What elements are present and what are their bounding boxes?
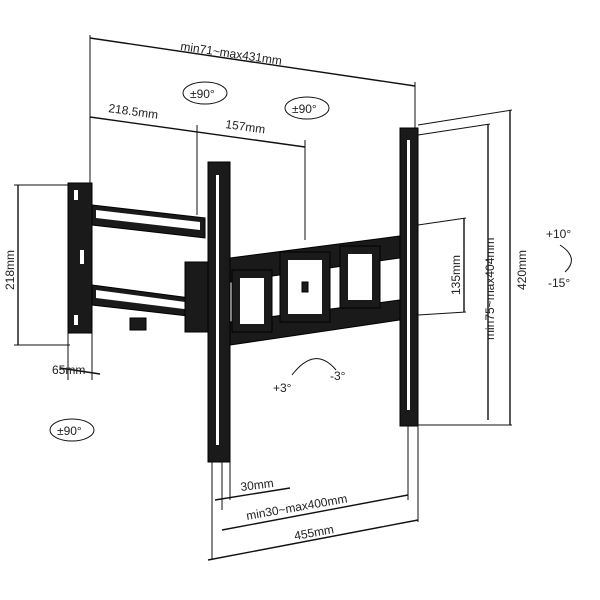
svg-text:±90°: ±90° [292,102,317,116]
wall-plate [67,182,93,334]
arm-extension-label: min71~max431mm [180,39,283,68]
wall-plate-width-label: 65mm [52,363,85,377]
rail-width-label: 30mm [240,476,275,494]
wall-plate-dimensions: 218mm 65mm [3,184,101,380]
arm-segment-1-label: 218.5mm [108,101,159,122]
swivel-badge-1: ±90° [182,81,228,105]
tilt-indicator: +10° -15° [546,227,572,290]
right-rail [399,127,419,522]
bracket-height-label: 420mm [515,250,529,290]
left-rail [207,161,231,560]
total-width-label: 455mm [293,522,335,543]
right-dimensions: 135mm min75~max404mm 420mm [417,109,529,426]
level-indicator: +3° -3° [273,358,346,395]
swivel-badge-3: ±90° [49,418,95,442]
svg-text:±90°: ±90° [190,87,215,101]
wall-plate-height-label: 218mm [3,250,17,290]
swivel-badge-2: ±90° [284,96,330,120]
level-minus-label: -3° [330,369,346,383]
swing-arms [91,204,211,333]
horizontal-vesa-label: min30~max400mm [245,491,348,523]
level-plus-label: +3° [273,381,292,395]
vertical-vesa-label: min75~max404mm [483,238,497,340]
arm-segment-2-label: 157mm [225,117,267,136]
bottom-dimensions: 30mm min30~max400mm 455mm [207,476,419,561]
arm-segment-dimensions: 218.5mm 157mm [89,101,306,240]
tilt-up-label: +10° [546,227,571,241]
tilt-down-label: -15° [548,276,570,290]
svg-text:±90°: ±90° [57,424,82,438]
tv-bracket-crossbars [229,235,401,346]
bracket-spacing-label: 135mm [449,255,463,295]
